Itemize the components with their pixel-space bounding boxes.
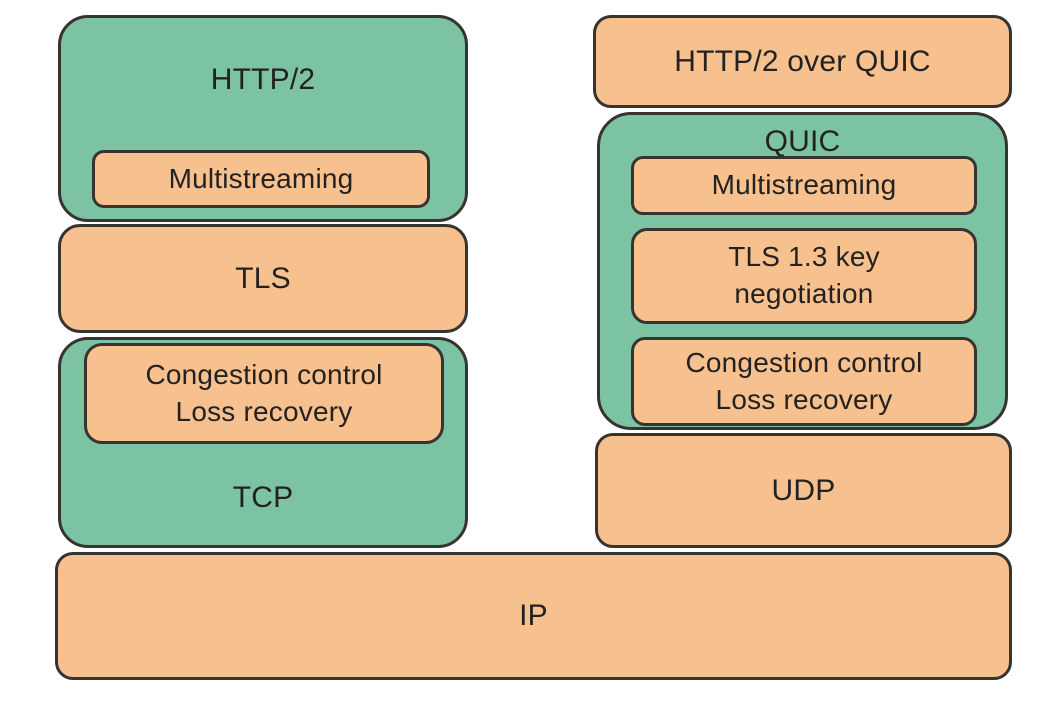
congestion-control-box-right: Congestion control Loss recovery bbox=[631, 337, 977, 426]
udp-box: UDP bbox=[595, 433, 1012, 548]
quic-box: QUIC Multistreaming TLS 1.3 key negotiat… bbox=[597, 112, 1008, 430]
multistreaming-box-right: Multistreaming bbox=[631, 156, 977, 215]
tls-label: TLS bbox=[235, 261, 291, 295]
quic-label: QUIC bbox=[764, 125, 841, 158]
udp-label: UDP bbox=[771, 473, 836, 507]
http2-box: HTTP/2 Multistreaming bbox=[58, 15, 468, 222]
http2-label: HTTP/2 bbox=[210, 63, 316, 96]
congestion-control-label-left: Congestion control Loss recovery bbox=[145, 358, 383, 427]
http2-over-quic-box: HTTP/2 over QUIC bbox=[593, 15, 1012, 108]
tls13-key-negotiation-box: TLS 1.3 key negotiation bbox=[631, 228, 977, 324]
multistreaming-label-right: Multistreaming bbox=[711, 169, 897, 201]
tcp-label: TCP bbox=[232, 481, 294, 514]
ip-label: IP bbox=[519, 599, 548, 633]
congestion-control-box-left: Congestion control Loss recovery bbox=[84, 343, 444, 444]
tls-box: TLS bbox=[58, 224, 468, 333]
ip-box: IP bbox=[55, 552, 1012, 680]
congestion-control-label-right: Congestion control Loss recovery bbox=[685, 346, 923, 415]
tcp-box: Congestion control Loss recovery TCP bbox=[58, 337, 468, 548]
http2-over-quic-label: HTTP/2 over QUIC bbox=[674, 44, 931, 78]
tls13-key-negotiation-label: TLS 1.3 key negotiation bbox=[728, 241, 880, 309]
multistreaming-label-left: Multistreaming bbox=[168, 162, 354, 194]
multistreaming-box-left: Multistreaming bbox=[92, 150, 430, 208]
